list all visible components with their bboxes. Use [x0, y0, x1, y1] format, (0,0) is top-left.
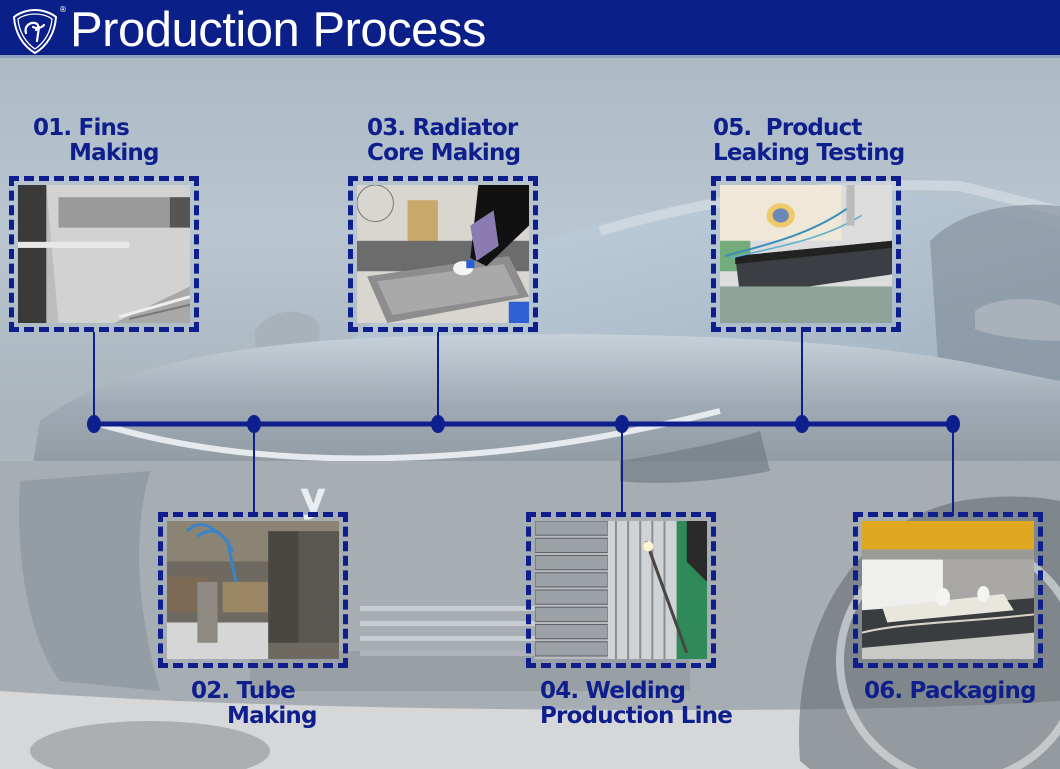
step-03-label: 03. Radiator Core Making: [367, 115, 521, 166]
step-05-label: 05. Product Leaking Testing: [713, 115, 905, 166]
step-06-photo-frame: [853, 512, 1043, 668]
step-05-photo-frame: [711, 176, 901, 332]
step-01-label: 01. Fins Making: [33, 115, 159, 166]
fins-making-photo: [18, 185, 191, 323]
step-02-photo-frame: [158, 512, 348, 668]
radiator-core-making-photo: [356, 184, 529, 323]
step-02-label: 02. Tube Making: [191, 678, 317, 729]
packaging-photo: [861, 521, 1035, 659]
shield-logo-icon: [12, 8, 58, 55]
registered-mark: ®: [59, 5, 67, 14]
page-title: Production Process: [70, 3, 486, 57]
step-03-photo-frame: [348, 176, 538, 332]
leaking-testing-photo: [720, 185, 892, 323]
header-banner: ® Production Process: [0, 0, 1060, 58]
step-04-label: 04. Welding Production Line: [540, 678, 733, 729]
step-04-photo-frame: [526, 512, 716, 668]
step-06-label: 06. Packaging: [864, 678, 1037, 704]
tube-making-photo: [167, 521, 339, 659]
step-01-photo-frame: [9, 176, 199, 332]
welding-production-line-photo: [534, 520, 707, 659]
